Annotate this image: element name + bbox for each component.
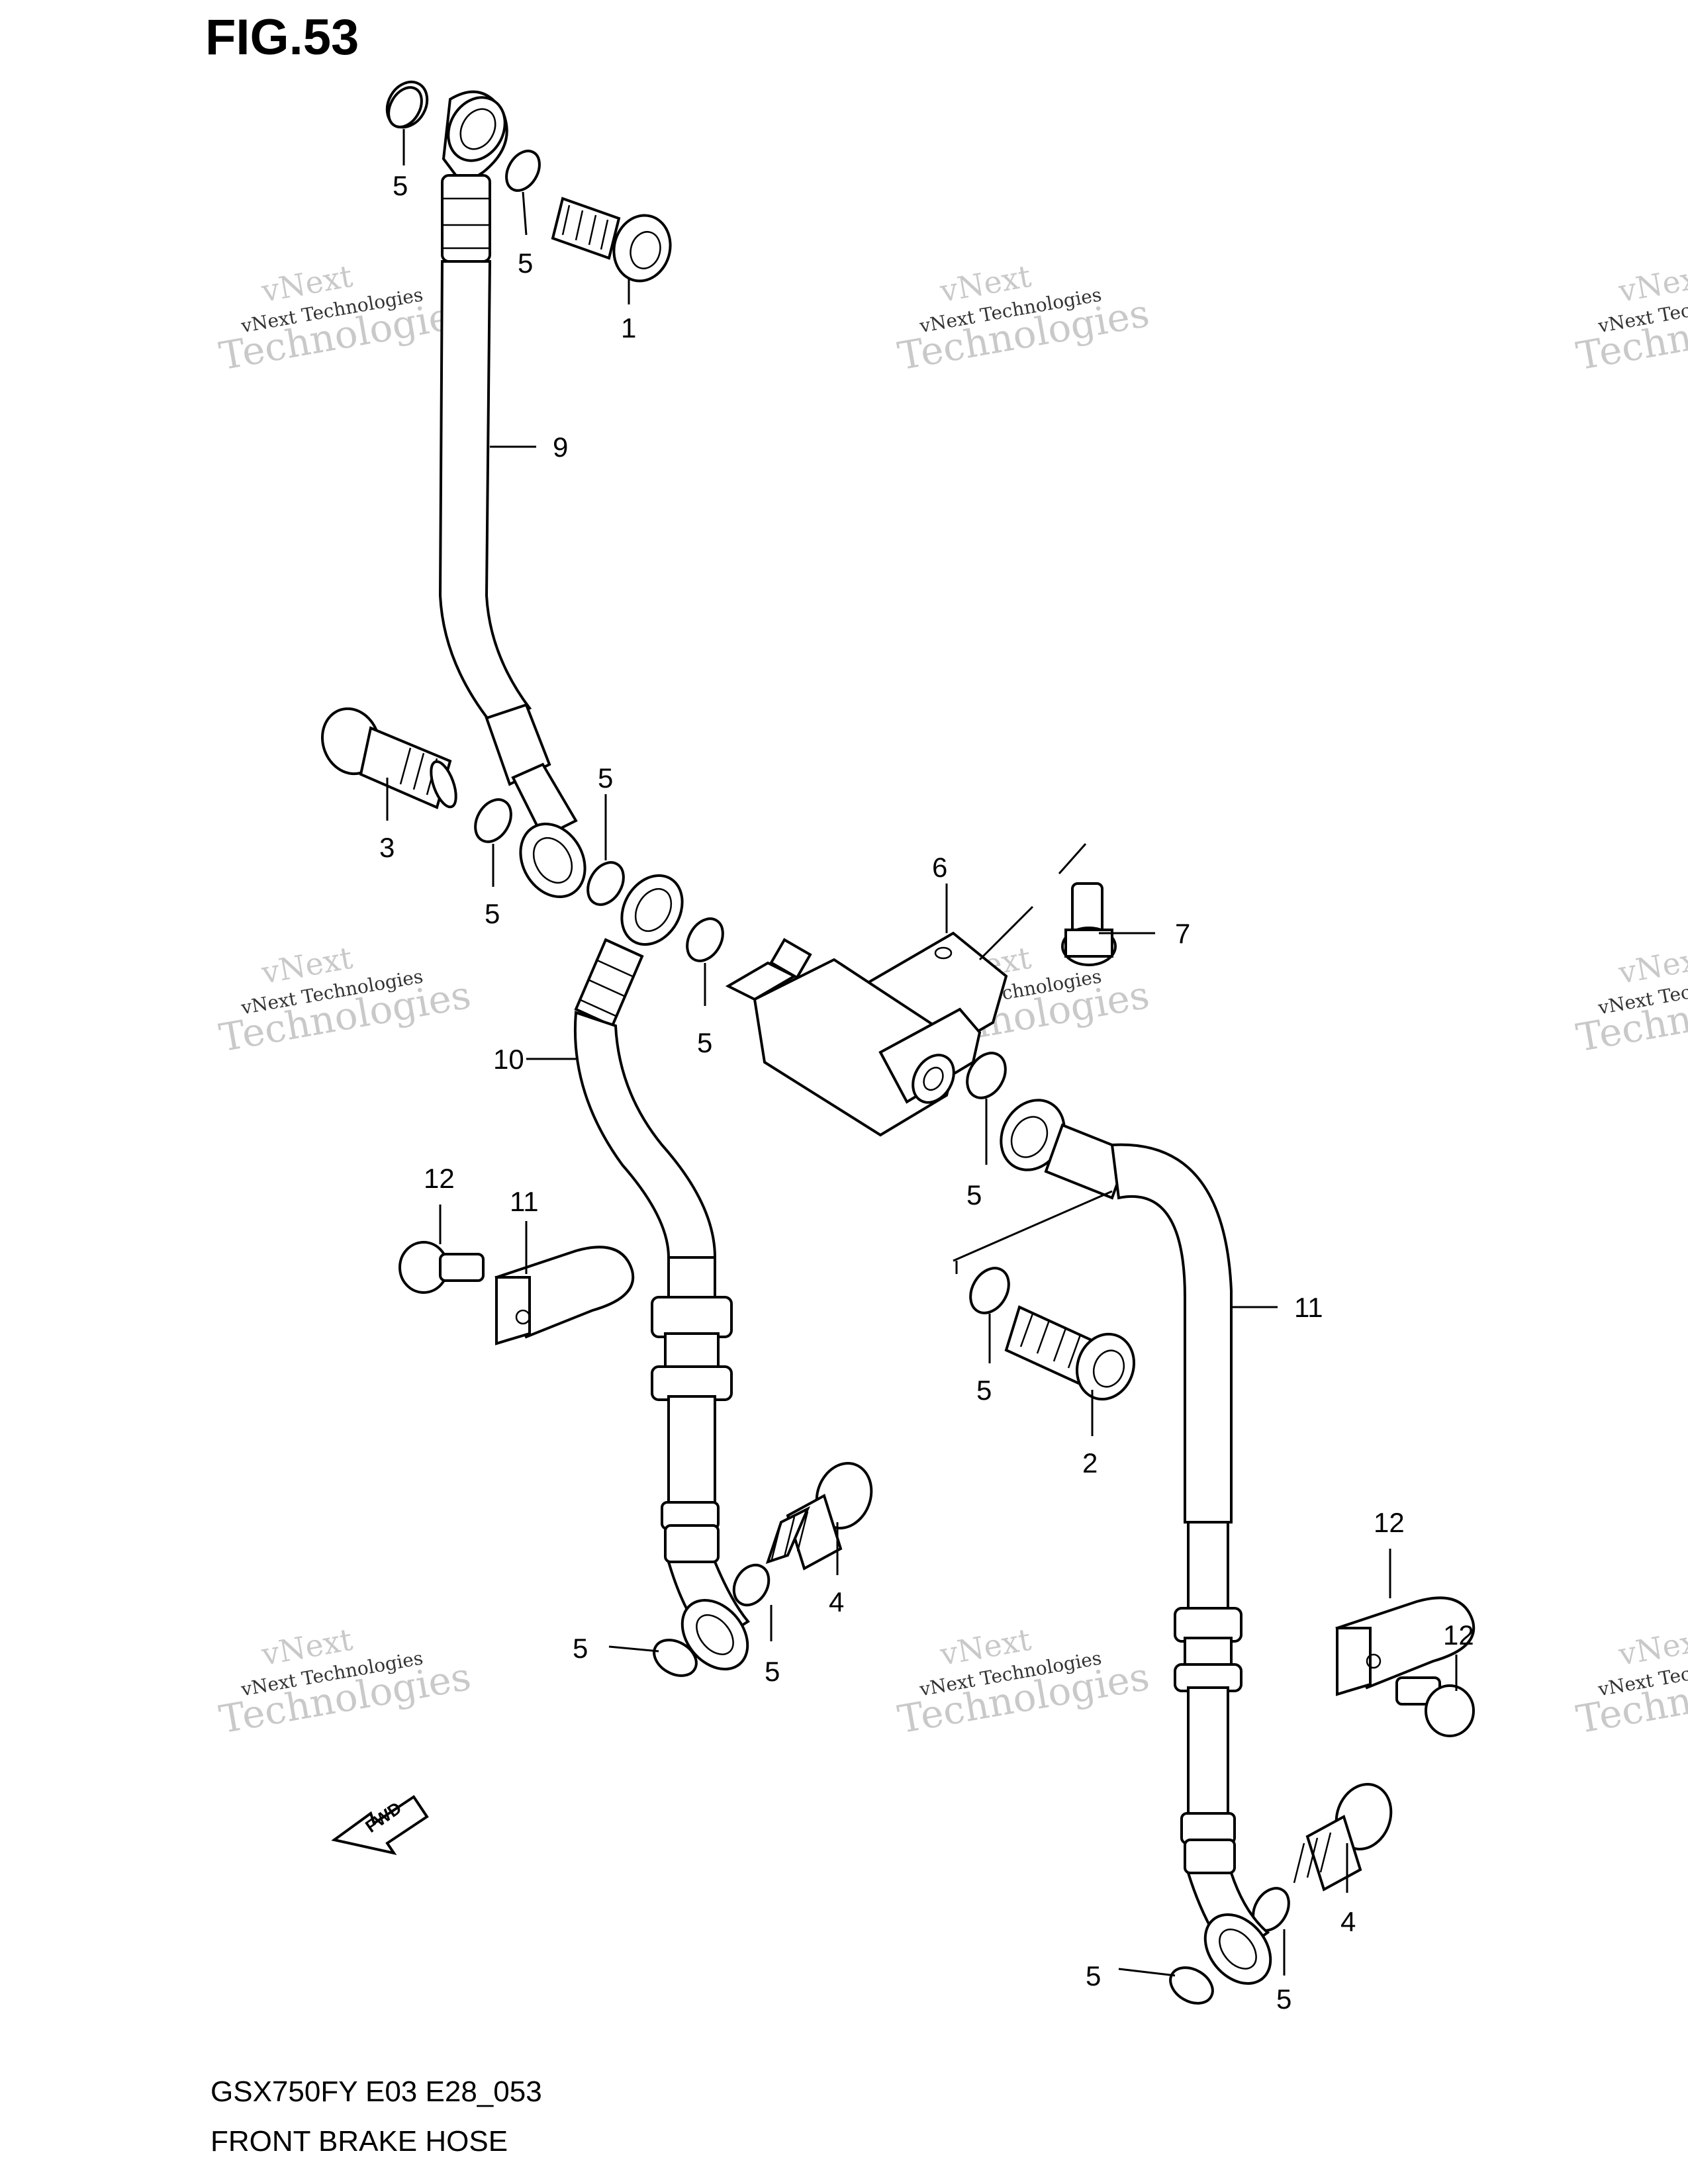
callout-7: 7 [1175, 918, 1190, 949]
callout-5: 5 [1276, 1983, 1291, 2015]
callout-5: 5 [966, 1179, 982, 1210]
callout-5: 5 [598, 762, 613, 794]
callout-6: 6 [932, 852, 947, 883]
callout-5: 5 [1086, 1960, 1101, 1991]
forward-arrow-icon: FWD [331, 1795, 429, 1856]
callout-5: 5 [573, 1633, 588, 1664]
callout-1: 1 [621, 312, 636, 343]
callout-4: 4 [1340, 1906, 1356, 1937]
bolt-7 [978, 843, 1117, 966]
watermark: vNext vNext Technologies Technologies [1573, 1621, 1688, 1743]
watermark: vNext vNext Technologies Technologies [1573, 940, 1688, 1061]
watermark: vNext vNext Technologies Technologies [216, 258, 474, 379]
watermark: vNext vNext Technologies Technologies [1573, 258, 1688, 379]
union-bolt-4a [765, 1462, 873, 1570]
washers-upper [387, 86, 1290, 2005]
watermark: vNext vNext Technologies Technologies [216, 940, 474, 1061]
washer [1169, 1966, 1214, 2005]
clamp-11a [494, 1246, 635, 1345]
union-bolt-1 [551, 197, 672, 283]
callout-10: 11 [1294, 1292, 1323, 1323]
callout-12: 12 [1443, 1619, 1474, 1651]
washer [505, 150, 541, 192]
callout-5: 5 [485, 898, 500, 929]
washer [653, 1639, 698, 1677]
callout-5: 5 [518, 248, 533, 279]
washer [474, 798, 512, 843]
callout-12: 12 [424, 1163, 455, 1194]
callout-2: 2 [1082, 1447, 1098, 1479]
callout-3: 3 [379, 832, 395, 863]
bolt-12b [1395, 1676, 1475, 1737]
watermark: vNext vNext Technologies Technologies [894, 258, 1152, 379]
figure-title: FIG.53 [205, 9, 359, 66]
washer [586, 861, 625, 906]
watermark: vNext vNext Technologies Technologies [216, 1621, 474, 1743]
callout-8: 9 [553, 432, 568, 463]
brake-hose-8 [385, 80, 586, 899]
callouts: 5 5 1 9 3 5 5 5 6 7 10 5 11 5 2 12 11 4 … [379, 170, 1474, 2015]
callout-5: 5 [976, 1375, 992, 1406]
caption-name: FRONT BRAKE HOSE [211, 2125, 508, 2158]
callout-5: 5 [697, 1027, 712, 1058]
leader-lines [386, 129, 1458, 1977]
callout-11: 11 [510, 1186, 539, 1217]
bolt-12a [399, 1241, 485, 1294]
brake-hose-9 [573, 874, 750, 1670]
callout-5: 5 [393, 170, 408, 201]
callout-4: 4 [829, 1586, 844, 1617]
caption-model: GSX750FY E03 E28_053 [211, 2075, 542, 2108]
callout-5: 5 [765, 1656, 780, 1687]
union-bolt-2 [1004, 1305, 1136, 1401]
clamp-11b [1335, 1596, 1476, 1696]
callout-9: 10 [493, 1044, 524, 1075]
washer [387, 86, 423, 128]
washer [966, 1052, 1007, 1099]
washer [732, 1563, 771, 1607]
washer [969, 1267, 1010, 1314]
watermark: vNext vNext Technologies Technologies [894, 1621, 1152, 1743]
callout-11: 12 [1374, 1507, 1405, 1538]
brake-hose-joint-6 [725, 931, 1008, 1137]
washer [686, 917, 724, 962]
union-bolt-3 [320, 707, 457, 809]
brake-hose-10 [953, 1099, 1272, 1985]
